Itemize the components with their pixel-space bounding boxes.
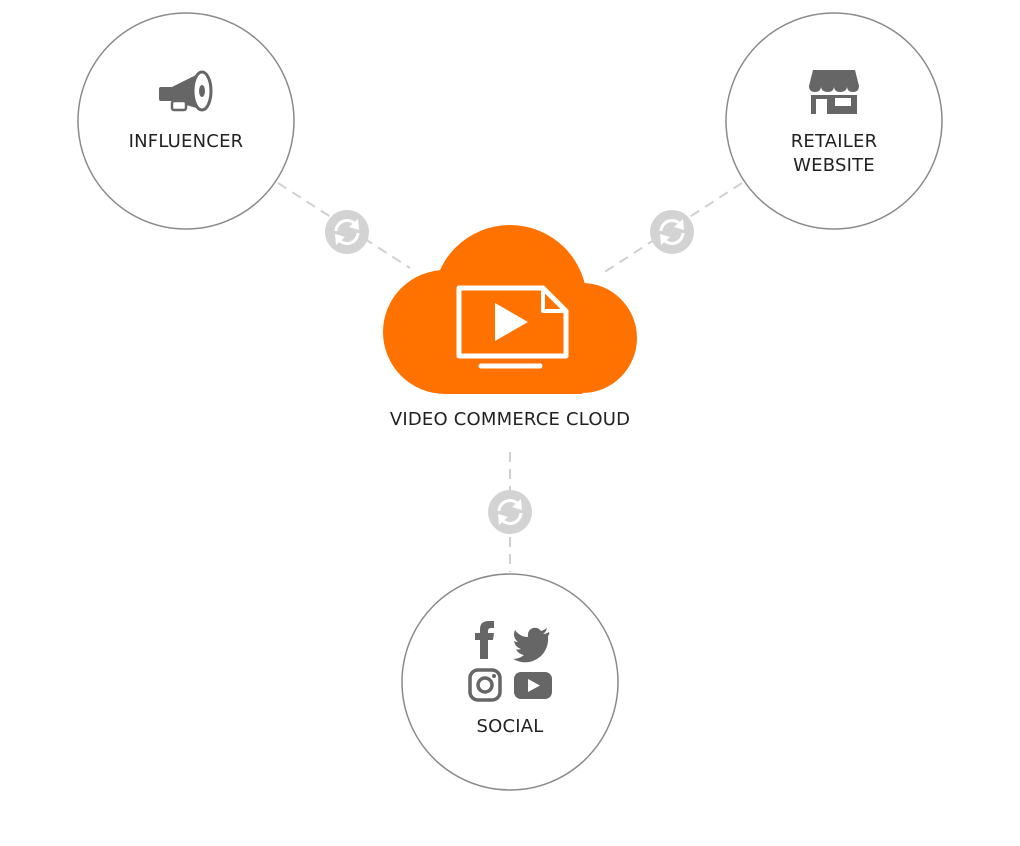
influencer-node-circle [77,12,295,230]
facebook-icon [475,621,494,659]
twitter-icon [513,627,550,663]
sync-icon [650,210,694,254]
megaphone-icon [159,70,213,112]
retailer-label-line1: RETAILER [790,131,878,152]
video-screen-icon [456,285,569,369]
retailer-label-line2: WEBSITE [793,155,875,176]
cloud-shape [383,225,637,394]
sync-icon [488,490,532,534]
storefront-icon [809,70,859,114]
retailer-node-circle [725,12,943,230]
social-node-circle [401,573,619,791]
connector-influencer [277,182,411,269]
influencer-label: INFLUENCER [128,131,244,152]
connector-retailer [599,182,743,276]
social-label: SOCIAL [476,716,544,737]
instagram-icon [468,668,502,702]
sync-icon [325,210,369,254]
center-label: VIDEO COMMERCE CLOUD [389,409,631,430]
youtube-icon [514,672,552,699]
